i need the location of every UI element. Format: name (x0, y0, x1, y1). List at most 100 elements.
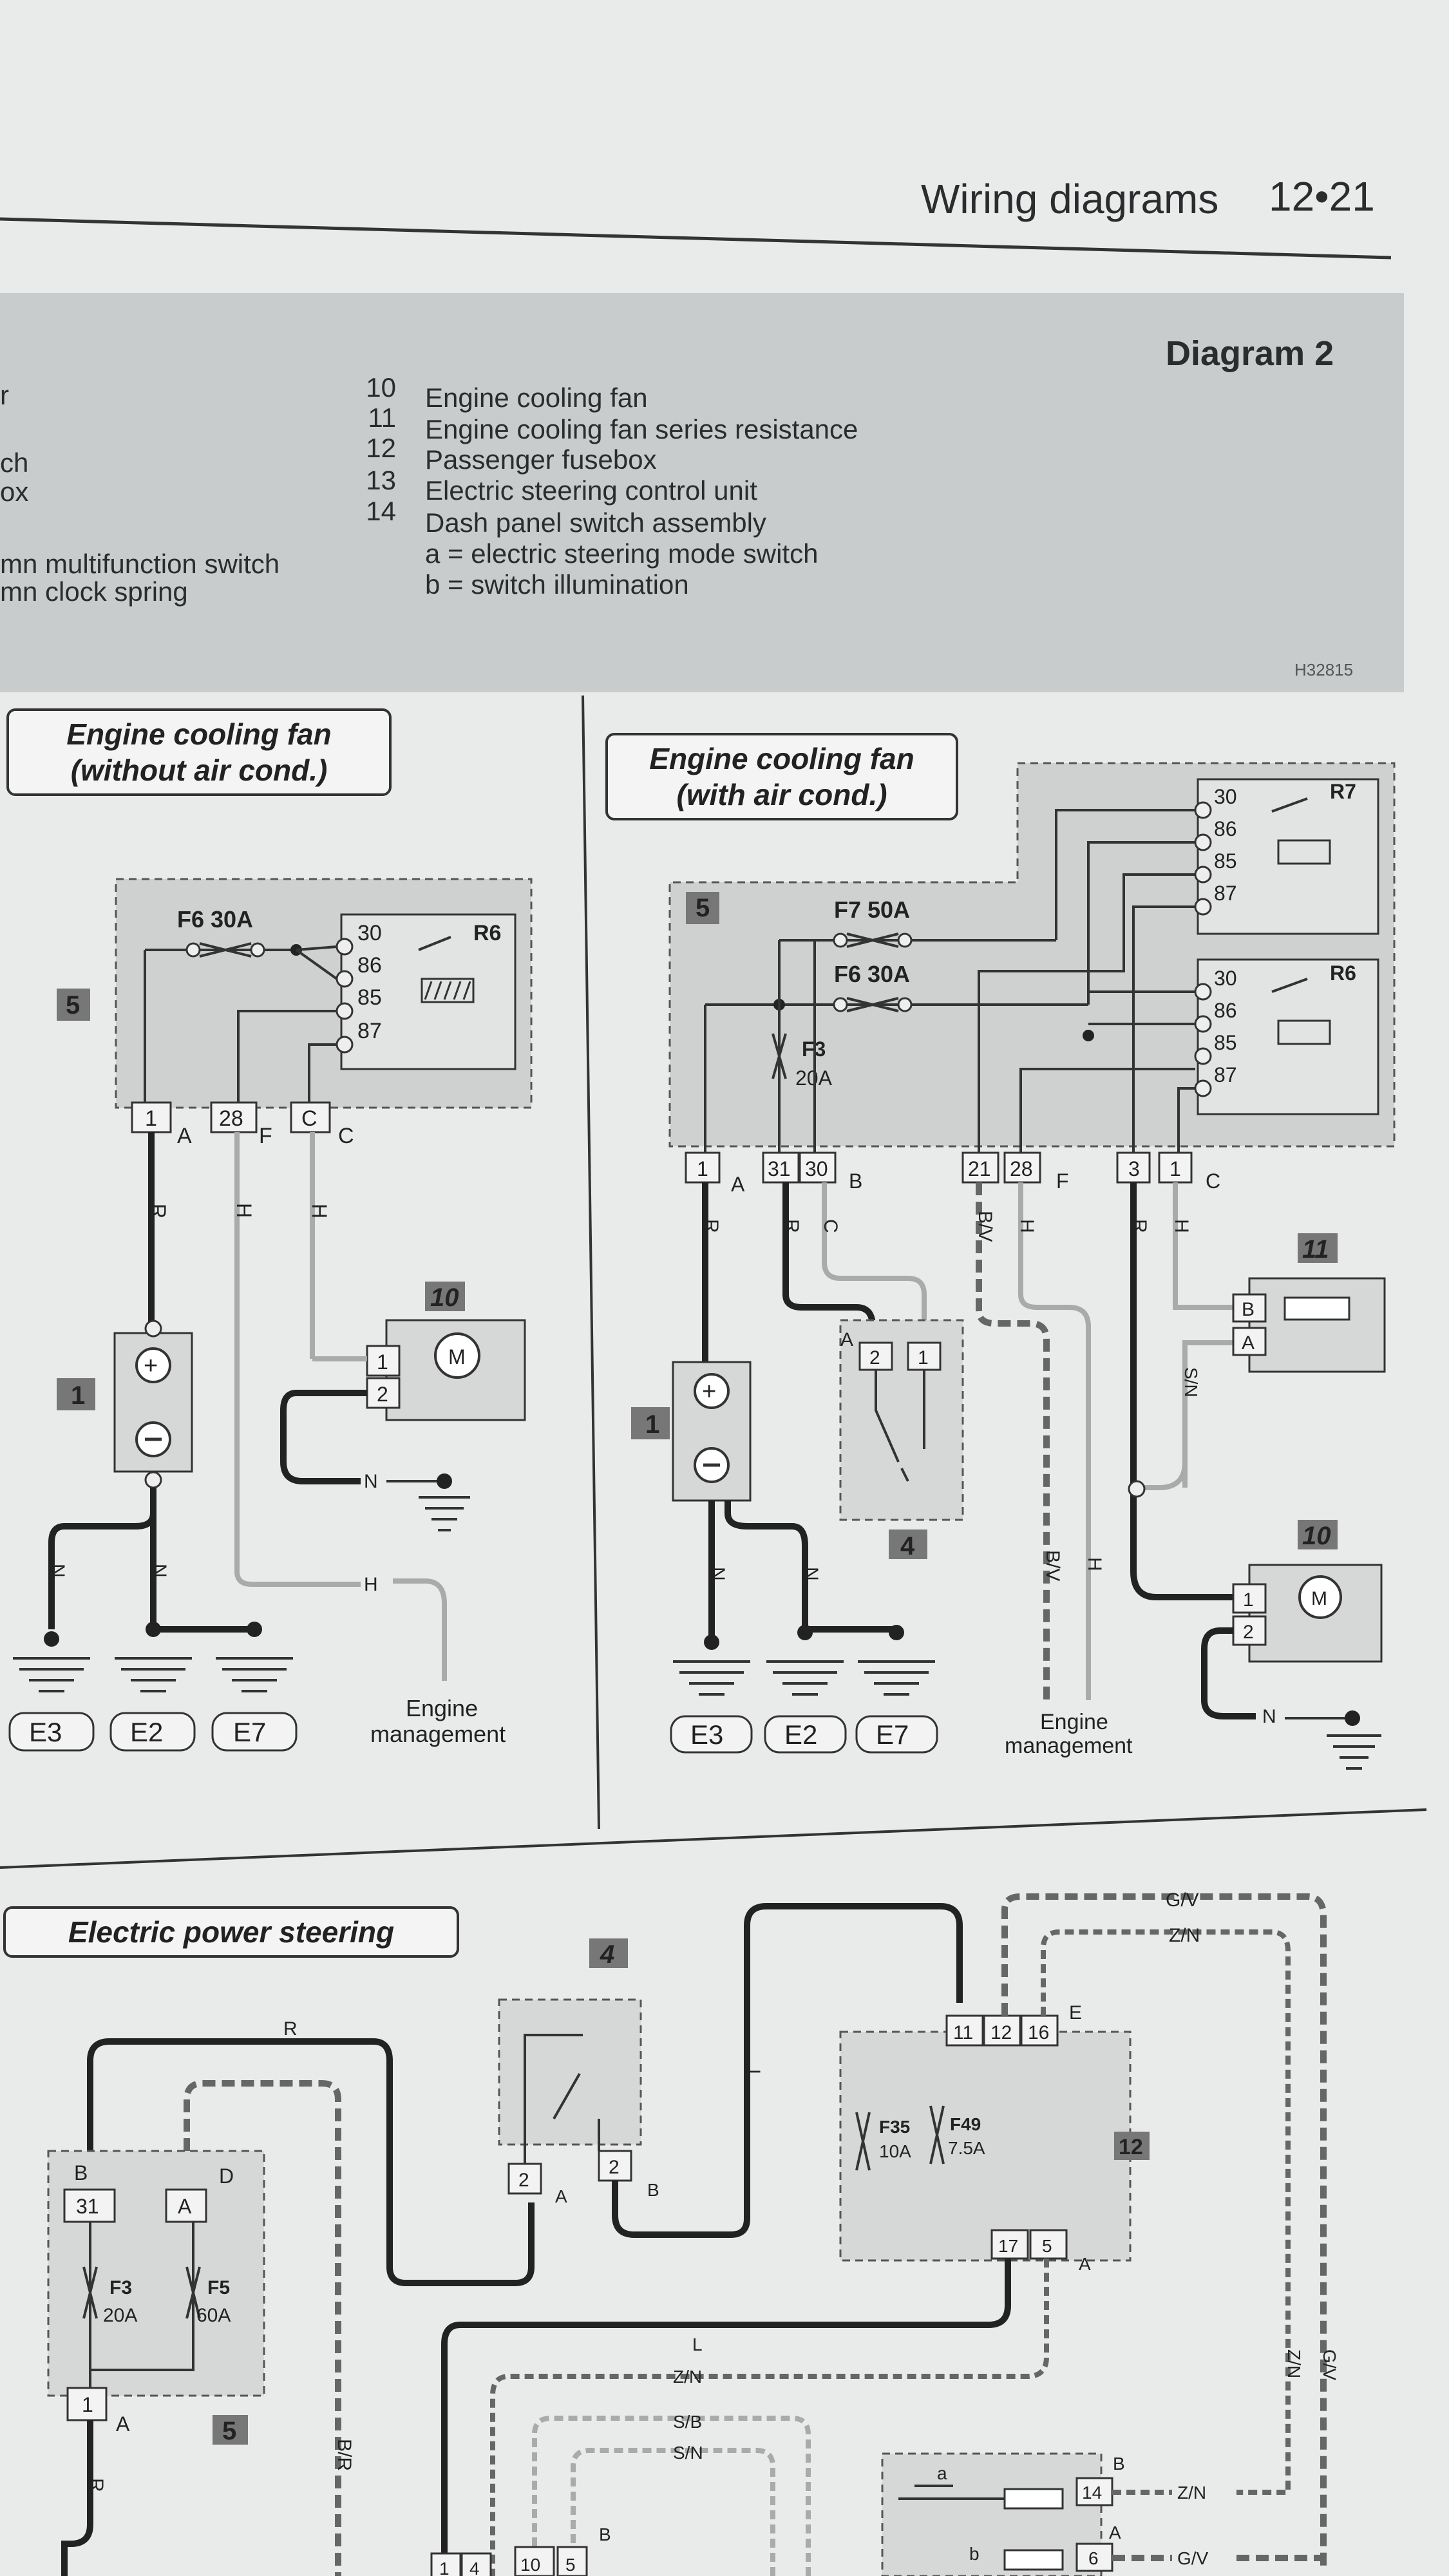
connector-letter: A (1079, 2254, 1091, 2274)
connector-label: 5 (1042, 2236, 1052, 2256)
engine-management-label: management (370, 1721, 506, 1747)
relay-pin: 86 (1214, 817, 1237, 840)
fuse-f35-rating: 10A (879, 2141, 911, 2161)
earth-icon (13, 1657, 90, 1692)
switch-contact-icon (875, 1370, 925, 1482)
connector-label: 17 (998, 2236, 1018, 2256)
panel-title-bottom: Electric power steering (3, 1906, 459, 1958)
earth-label: E3 (690, 1719, 723, 1750)
wire-sb (532, 2416, 811, 2576)
fan-pin-label: 1 (377, 1350, 388, 1374)
wire-code: N (707, 1567, 728, 1581)
connector-label: 31 (76, 2195, 99, 2218)
relay-contact-icon (418, 936, 451, 951)
earth-tag (109, 1712, 196, 1752)
terminal (144, 1471, 162, 1489)
fan-number-bg (1298, 1520, 1338, 1549)
earth-icon (858, 1660, 935, 1696)
diagram-label: Diagram 2 (1166, 334, 1334, 373)
earth-icon (419, 1496, 470, 1531)
wire-black (724, 1501, 808, 1629)
connector-28 (210, 1101, 258, 1133)
earth-icon (673, 1660, 750, 1696)
switch-number-bg (589, 1938, 628, 1968)
wire (978, 873, 1195, 1156)
connector-label: 14 (1082, 2483, 1102, 2503)
resistance-number-bg (1298, 1233, 1338, 1263)
fuse-f49-label: F49 (950, 2114, 981, 2134)
connector-letter: D (219, 2164, 234, 2188)
wire (237, 1010, 337, 1104)
panel-title-line: (without air cond.) (70, 753, 328, 787)
legend-text: Passenger fusebox (425, 444, 657, 475)
connector-label: 4 (469, 2559, 480, 2576)
fan-pin (1232, 1583, 1267, 1614)
wire-code: B/R (334, 2439, 355, 2471)
fan-number: 10 (1302, 1522, 1331, 1550)
legend-number: 12 (366, 433, 396, 463)
switch-number: 4 (900, 1532, 915, 1560)
fan-pin-label: 2 (377, 1383, 388, 1406)
dash-switch-b-label: b (969, 2544, 980, 2564)
earth-label: E2 (784, 1719, 817, 1750)
relay-pin: 30 (1214, 967, 1237, 990)
legend-left-line: mn clock spring (0, 576, 188, 607)
relay-terminal (1194, 833, 1212, 851)
fuse-f6-label: F6 30A (177, 906, 253, 933)
junction-dot (1083, 1030, 1094, 1041)
fusebox-number-bg (213, 2415, 248, 2445)
relay-pin: 85 (1214, 1031, 1237, 1054)
wire-code: Z/N (1284, 2349, 1304, 2378)
earth-tag (670, 1715, 753, 1754)
wire (1087, 841, 1195, 1005)
legend-text: a = electric steering mode switch (425, 538, 819, 569)
wire-sn (571, 2448, 775, 2576)
wire-code: N (364, 1471, 378, 1492)
connector-label: 31 (768, 1157, 791, 1180)
connector-letter: B (599, 2524, 611, 2544)
relay-terminal (336, 970, 354, 988)
relay-terminal (1194, 1015, 1212, 1033)
switch-letter: A (840, 1329, 853, 1350)
relay-terminal (1194, 866, 1212, 884)
connector-label: 10 (520, 2555, 540, 2575)
connector-letter: A (555, 2186, 567, 2206)
wire-sn (1139, 1461, 1188, 1490)
wire-code: S/B (673, 2412, 702, 2432)
relay-pin: 85 (1214, 849, 1237, 873)
earth-icon (766, 1660, 844, 1696)
connector-label: 21 (968, 1157, 991, 1180)
connector-label: 1 (697, 1157, 708, 1180)
panel-title-line: Engine cooling fan (649, 742, 914, 775)
fusebox-5-label-bg (57, 989, 90, 1021)
legend-left-line: ch (0, 448, 29, 478)
fuse-f5-rating: 60A (196, 2305, 231, 2326)
wire-code: H (1084, 1557, 1105, 1571)
battery-number-bg (57, 1378, 95, 1410)
connector-letter: A (1109, 2523, 1121, 2543)
earth-icon (216, 1657, 293, 1692)
relay-terminal (336, 1036, 354, 1054)
connector-label: 1 (1170, 1157, 1181, 1180)
connector (460, 2552, 492, 2576)
wire (89, 2222, 194, 2389)
switch-4-outline (498, 1998, 642, 2146)
junction-terminal (1128, 1480, 1146, 1498)
relay-terminal (1194, 1079, 1212, 1097)
fuse-terminal (833, 933, 848, 948)
battery-positive-icon (135, 1347, 171, 1383)
relay-terminal (336, 1002, 354, 1020)
wire-grey (1173, 1182, 1240, 1488)
connector-label: C (301, 1106, 317, 1131)
relay-pin: 87 (357, 1019, 382, 1043)
wire-bv (976, 1182, 1050, 1700)
fuse-f3-rating: 20A (103, 2305, 137, 2326)
wire-code: H (1171, 1219, 1192, 1233)
legend-number: 13 (366, 465, 396, 495)
fuse-terminal (897, 933, 913, 948)
wire-zn (490, 2259, 1049, 2576)
fuse-f49-rating: 7.5A (948, 2138, 985, 2158)
plus-glyph: + (702, 1378, 716, 1405)
legend-text: b = switch illumination (425, 569, 689, 600)
